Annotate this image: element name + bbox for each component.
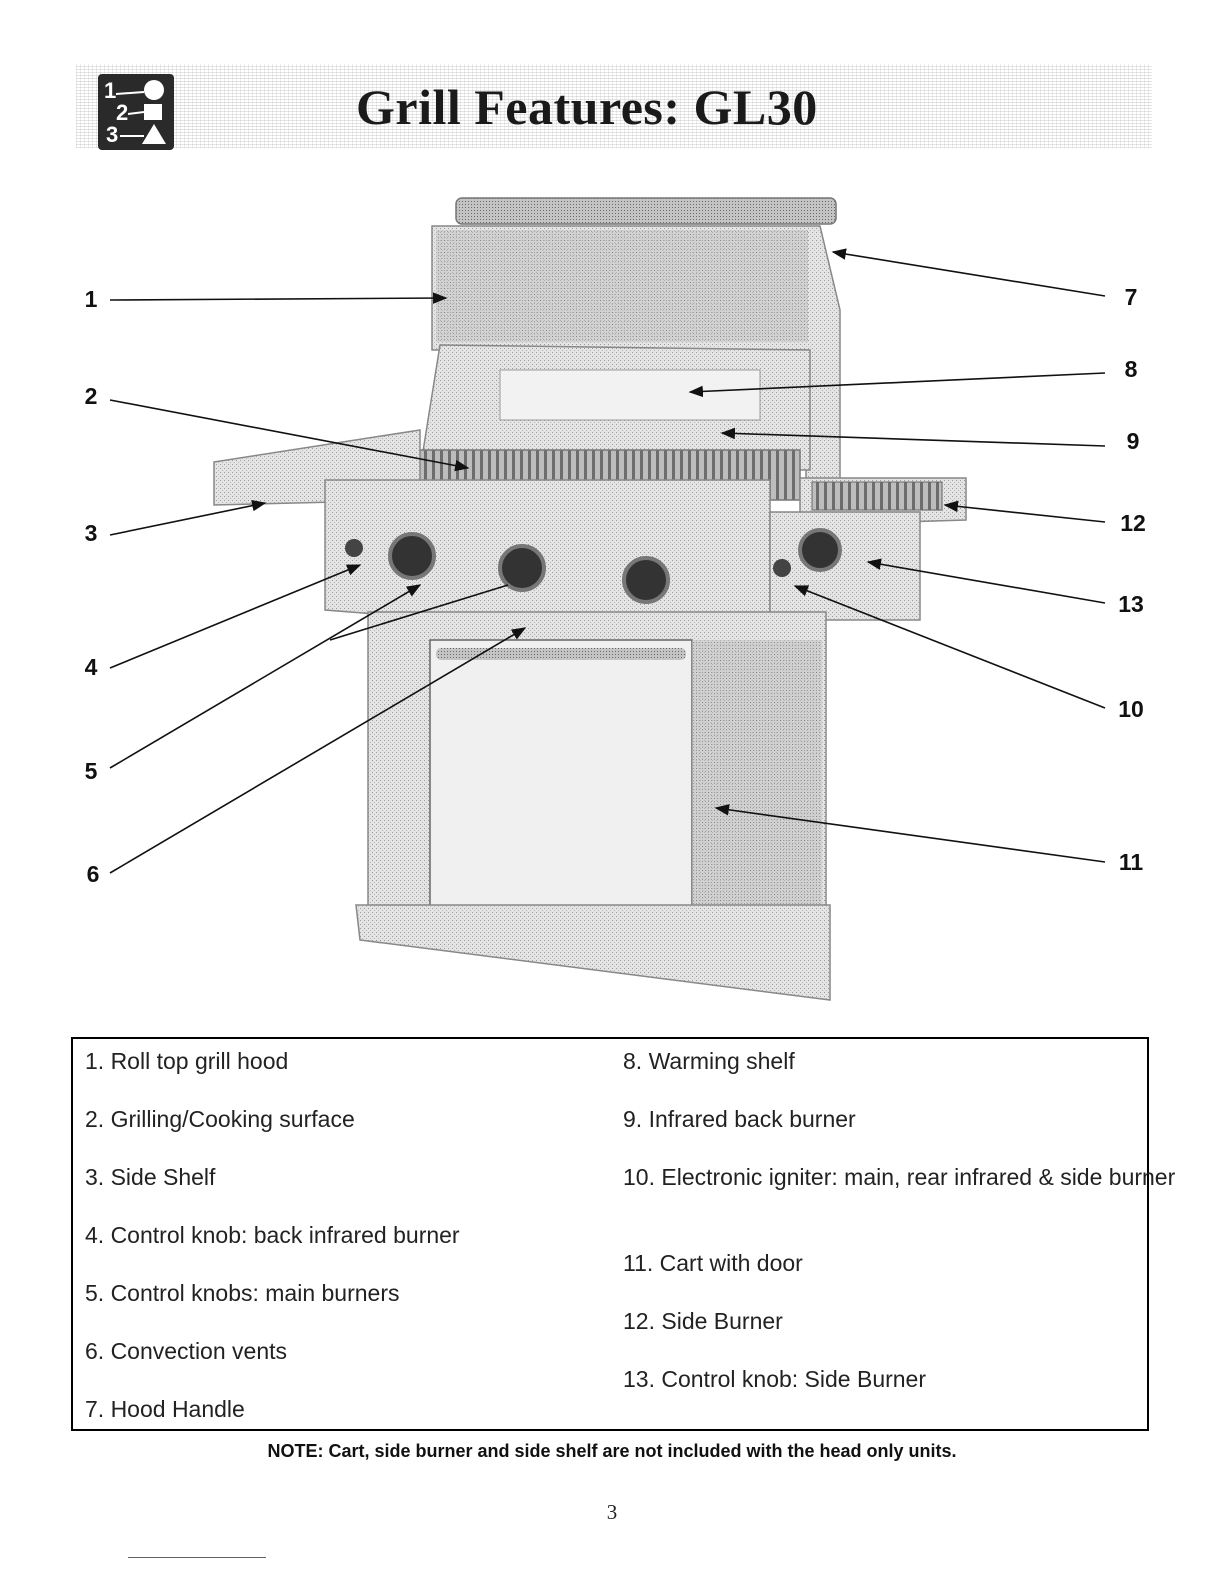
svg-text:3: 3 [106,122,118,147]
legend-item: 3. Side Shelf [85,1164,216,1190]
legend-item: 11. Cart with door [623,1250,803,1276]
callout-4: 4 [84,654,98,680]
callout-10: 10 [1118,696,1144,722]
legend-item: 6. Convection vents [85,1338,288,1364]
grill-illustration [109,197,1106,1001]
note-text: NOTE: Cart, side burner and side shelf a… [267,1441,957,1461]
callout-6: 6 [86,861,100,887]
callout-9: 9 [1126,428,1140,454]
header-band [76,64,1152,148]
page-number: 3 [606,1500,618,1524]
callout-2: 2 [84,383,98,409]
svg-text:2: 2 [116,100,128,125]
callout-3: 3 [84,520,98,546]
features-legend: 1. Roll top grill hood 2. Grilling/Cooki… [71,1037,1175,1431]
legend-item: 9. Infrared back burner [623,1106,856,1132]
legend-item: 8. Warming shelf [623,1048,795,1074]
legend-item: 7. Hood Handle [85,1396,245,1422]
callout-12: 12 [1120,510,1146,536]
page-title: Grill Features: GL30 [356,79,818,135]
legend-item: 2. Grilling/Cooking surface [85,1106,355,1132]
callout-7: 7 [1124,284,1138,310]
callout-8: 8 [1124,356,1138,382]
footer-rule [128,1557,266,1558]
legend-item: 5. Control knobs: main burners [85,1280,400,1306]
legend-item: 4. Control knob: back infrared burner [85,1222,460,1248]
steps-1-2-3-shapes-icon: 1 2 3 [98,74,174,150]
callout-1: 1 [84,286,98,312]
callout-13: 13 [1118,591,1144,617]
legend-item: 1. Roll top grill hood [85,1048,289,1074]
legend-item: 12. Side Burner [623,1308,783,1334]
svg-text:1: 1 [104,78,116,103]
callout-5: 5 [84,758,98,784]
legend-item: 10. Electronic igniter: main, rear infra… [623,1164,1176,1190]
legend-item: 13. Control knob: Side Burner [623,1366,927,1392]
callout-11: 11 [1118,849,1144,875]
